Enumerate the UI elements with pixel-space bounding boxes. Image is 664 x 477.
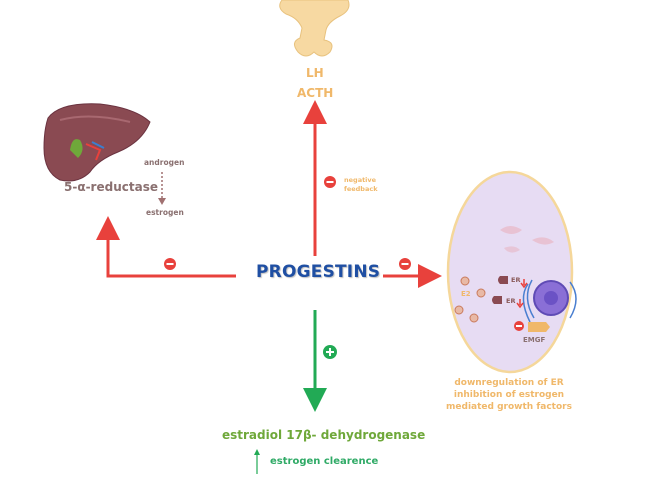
label-androgen: androgen [144,158,185,167]
arrow-to-liver [96,216,236,278]
label-estrogen-clearance: estrogen clearence [270,456,379,467]
label-e2: E2 [461,290,471,298]
negative-feedback-note: negative feedback [344,176,378,193]
enzyme-dehydrogenase: estradiol 17β- dehydrogenase [222,428,426,442]
target-cell [446,170,577,374]
hormone-lh: LH [306,66,324,80]
pituitary-illustration [279,0,350,57]
center-label: PROGESTINS [256,262,381,282]
label-er-2: ER [506,297,516,305]
inhibit-symbol-top [324,176,336,188]
enzyme-reductase: 5-α-reductase [64,180,158,194]
hormone-acth: ACTH [297,86,334,100]
label-estrogen: estrogen [146,208,184,217]
cell-caption: downregulation of ER inhibition of estro… [446,378,572,412]
label-er-1: ER [511,276,521,284]
label-emgf: EMGF [523,336,546,344]
stimulate-symbol [323,345,337,359]
liver-illustration [43,103,151,182]
inhibit-symbol-left [164,258,176,270]
inhibit-symbol-right [399,258,411,270]
